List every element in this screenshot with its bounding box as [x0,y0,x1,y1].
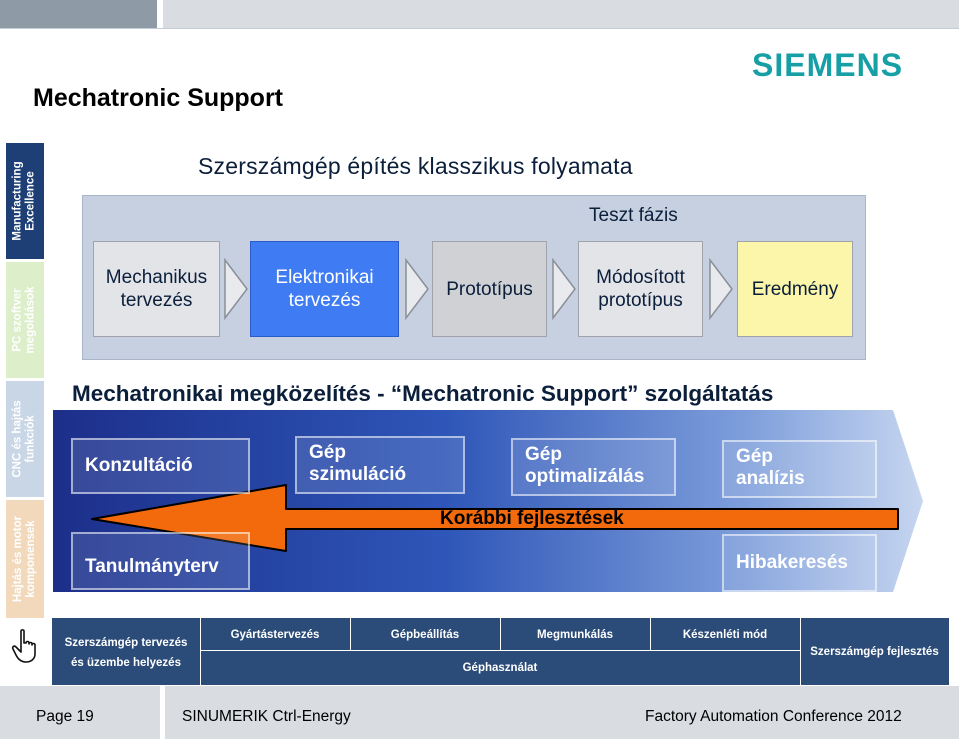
classic-process-title: Szerszámgép építés klasszikus folyamata [198,153,633,179]
chevron-right-icon [224,258,248,320]
service-consultation: Konzultáció [71,438,250,494]
previous-developments-arrow [91,484,899,552]
service-troubleshooting: Hibakeresés [722,534,877,592]
test-phase-label: Teszt fázis [589,205,678,226]
footer-bar [0,686,959,739]
chevron-right-icon [405,258,429,320]
divider [650,618,651,650]
page-number: Page 19 [36,708,94,725]
divider [350,618,351,650]
mechatronic-approach-title: Mechatronikai megközelítés - “Mechatroni… [72,381,774,406]
divider [800,618,801,685]
lifecycle-machine-usage: Géphasználat [462,662,538,674]
footer-divider [160,686,165,739]
divider [200,618,201,685]
footer-product: SINUMERIK Ctrl-Energy [182,708,351,725]
top-bar-right [163,0,959,28]
lifecycle-machine-setup: Gépbeállítás [390,629,460,641]
page-title: Mechatronic Support [33,84,284,112]
slide-header [0,28,959,140]
footer-event: Factory Automation Conference 2012 [645,708,902,725]
lifecycle-production-planning: Gyártástervezés [230,629,320,641]
pointing-hand-icon [11,629,36,663]
top-bar-left [0,0,157,28]
lifecycle-standby-mode: Készenléti mód [682,629,768,641]
chevron-right-icon [709,258,733,320]
previous-developments-label: Korábbi fejlesztések [440,508,624,529]
divider [500,618,501,650]
divider [200,650,800,651]
service-study-plan: Tanulmányterv [71,532,250,590]
step-result: Eredmény [737,241,853,337]
step-prototype: Prototípus [432,241,547,337]
lifecycle-machining: Megmunkálás [536,629,614,641]
lifecycle-machine-development: Szerszámgép fejlesztés [810,646,939,658]
siemens-logo: SIEMENS [752,47,904,83]
chevron-right-icon [552,258,576,320]
